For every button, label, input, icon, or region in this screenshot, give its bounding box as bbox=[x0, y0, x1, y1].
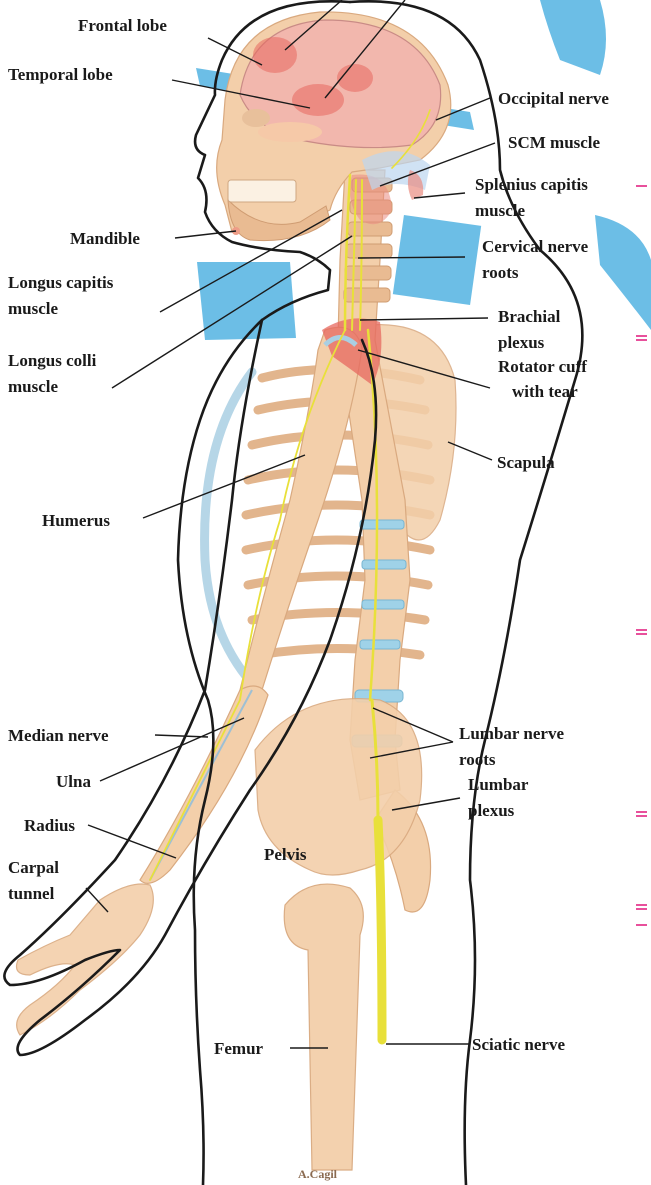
femur bbox=[284, 884, 363, 1170]
label-radius: Radius bbox=[24, 816, 75, 835]
label-splenius-capitis-muscle: muscle bbox=[475, 201, 526, 220]
label-mandible: Mandible bbox=[70, 229, 140, 248]
label-lumbar-nerve: Lumbar nerve bbox=[459, 724, 564, 743]
label-femur: Femur bbox=[214, 1039, 264, 1058]
skull bbox=[217, 12, 451, 241]
label-lumbar-plexus: plexus bbox=[468, 801, 515, 820]
label-lumbar-nerve-roots: roots bbox=[459, 750, 496, 769]
label-longus-colli: Longus colli bbox=[8, 351, 97, 370]
cervical-plane-left bbox=[197, 262, 296, 340]
label-scapula: Scapula bbox=[497, 453, 555, 472]
label-longus-capitis: Longus capitis bbox=[8, 273, 114, 292]
label-median-nerve: Median nerve bbox=[8, 726, 109, 745]
artist-signature: A.Cagil bbox=[298, 1167, 338, 1181]
label-brachial-plexus: plexus bbox=[498, 333, 545, 352]
label-pelvis: Pelvis bbox=[264, 845, 307, 864]
label-longus-capitis-muscle: muscle bbox=[8, 299, 59, 318]
pelvis-group bbox=[255, 699, 422, 1170]
label-humerus: Humerus bbox=[42, 511, 110, 530]
sciatic-nerve bbox=[378, 820, 382, 1040]
label-sciatic-nerve: Sciatic nerve bbox=[472, 1035, 565, 1054]
label-ulna: Ulna bbox=[56, 772, 91, 791]
label-occipital-nerve: Occipital nerve bbox=[498, 89, 609, 108]
label-brachial: Brachial bbox=[498, 307, 561, 326]
label-splenius-capitis: Splenius capitis bbox=[475, 175, 588, 194]
label-scm-muscle: SCM muscle bbox=[508, 133, 601, 152]
label-lumbar: Lumbar bbox=[468, 775, 529, 794]
label-carpal-tunnel: tunnel bbox=[8, 884, 55, 903]
cervical-plane-right bbox=[393, 215, 481, 305]
label-carpal: Carpal bbox=[8, 858, 59, 877]
label-cervical-nerve-roots: roots bbox=[482, 263, 519, 282]
label-frontal-lobe: Frontal lobe bbox=[78, 16, 167, 35]
label-longus-colli-muscle: muscle bbox=[8, 377, 59, 396]
radius-ulna bbox=[140, 686, 268, 883]
label-rotator-cuff-tear: with tear bbox=[512, 382, 578, 401]
label-temporal-lobe: Temporal lobe bbox=[8, 65, 113, 84]
label-cervical-nerve: Cervical nerve bbox=[482, 237, 589, 256]
label-rotator-cuff: Rotator cuff bbox=[498, 357, 587, 376]
